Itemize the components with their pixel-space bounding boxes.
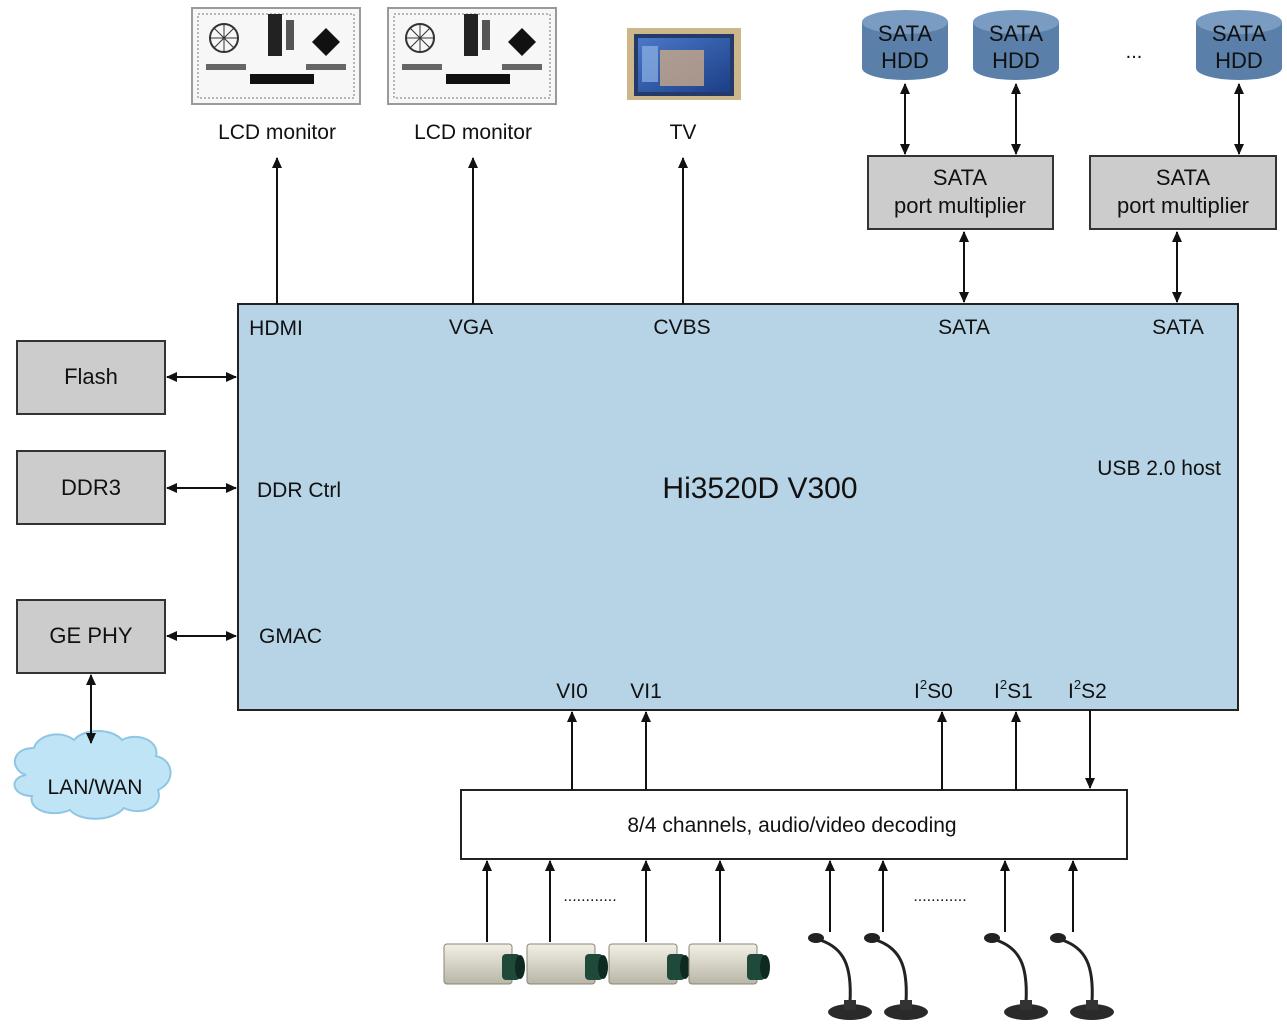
microphone-dots: ............ — [913, 888, 966, 905]
port-usb-host: USB 2.0 host — [1097, 457, 1221, 480]
lcd-monitor-1-image — [191, 7, 361, 105]
port-i2s2-sup: 2 — [1074, 677, 1081, 692]
sata-hdd-3: SATA HDD — [1196, 10, 1282, 80]
lan-wan-cloud: LAN/WAN — [13, 730, 172, 820]
lcd-monitor-2-label: LCD monitor — [414, 121, 532, 144]
microphone-1 — [808, 933, 872, 1020]
sata-hdd-2-line1: SATA — [989, 21, 1044, 46]
port-hdmi: HDMI — [249, 317, 303, 340]
sata-hdd-2-line2: HDD — [992, 48, 1040, 73]
ge-phy-label: GE PHY — [49, 623, 132, 648]
port-vga: VGA — [449, 316, 493, 339]
sata-port-multiplier-2-line1: SATA — [1156, 165, 1211, 190]
port-vi1: VI1 — [630, 680, 662, 703]
port-cvbs: CVBS — [653, 316, 710, 339]
flash-label: Flash — [64, 364, 118, 389]
ddr3-label: DDR3 — [61, 475, 121, 500]
tv-label: TV — [670, 121, 697, 144]
sata-hdd-1-line2: HDD — [881, 48, 929, 73]
port-i2s1-sup: 2 — [1000, 677, 1007, 692]
sata-port-multiplier-2-line2: port multiplier — [1117, 193, 1249, 218]
sata-port-multiplier-2: SATA port multiplier — [1089, 155, 1277, 230]
lan-wan-label: LAN/WAN — [48, 776, 143, 799]
port-i2s2: I2S2 — [1068, 677, 1107, 703]
port-i2s0-pre: I — [914, 680, 920, 703]
port-i2s0: I2S0 — [914, 677, 953, 703]
sata-port-multiplier-1-line1: SATA — [933, 165, 988, 190]
soc-title: Hi3520D V300 — [662, 472, 857, 505]
port-ddr-ctrl: DDR Ctrl — [257, 479, 341, 502]
port-i2s0-post: S0 — [927, 680, 953, 703]
port-i2s1: I2S1 — [994, 677, 1033, 703]
camera-dots: ............ — [563, 888, 616, 905]
microphone-2 — [864, 933, 928, 1020]
sata-hdd-2: SATA HDD — [973, 10, 1059, 80]
port-i2s2-pre: I — [1068, 680, 1074, 703]
camera-1 — [443, 943, 525, 985]
lcd-monitor-1-label: LCD monitor — [218, 121, 336, 144]
sata-port-multiplier-1: SATA port multiplier — [867, 155, 1054, 230]
hdd-ellipsis: ... — [1126, 41, 1143, 63]
camera-4 — [688, 943, 770, 985]
sata-hdd-3-line1: SATA — [1212, 21, 1267, 46]
sata-hdd-1-line1: SATA — [878, 21, 933, 46]
microphone-3 — [984, 933, 1048, 1020]
port-sata-2: SATA — [1152, 316, 1204, 339]
sata-hdd-1: SATA HDD — [862, 10, 948, 80]
port-i2s1-pre: I — [994, 680, 1000, 703]
port-vi0: VI0 — [556, 680, 588, 703]
port-gmac: GMAC — [259, 625, 322, 648]
microphone-4 — [1050, 933, 1114, 1020]
decoder-box — [460, 789, 1128, 860]
port-i2s2-post: S2 — [1081, 680, 1107, 703]
ge-phy-box: GE PHY — [16, 599, 166, 674]
lcd-monitor-2-image — [387, 7, 557, 105]
port-i2s0-sup: 2 — [920, 677, 927, 692]
connection-arrows — [86, 83, 1244, 942]
port-sata-1: SATA — [938, 316, 990, 339]
soc-block — [237, 303, 1239, 711]
flash-box: Flash — [16, 340, 166, 415]
ddr3-box: DDR3 — [16, 450, 166, 525]
decoder-label: 8/4 channels, audio/video decoding — [627, 814, 956, 837]
camera-3 — [608, 943, 690, 985]
port-i2s1-post: S1 — [1007, 680, 1033, 703]
sata-port-multiplier-1-line2: port multiplier — [894, 193, 1026, 218]
tv-image — [627, 28, 741, 100]
sata-hdd-3-line2: HDD — [1215, 48, 1263, 73]
camera-2 — [526, 943, 608, 985]
